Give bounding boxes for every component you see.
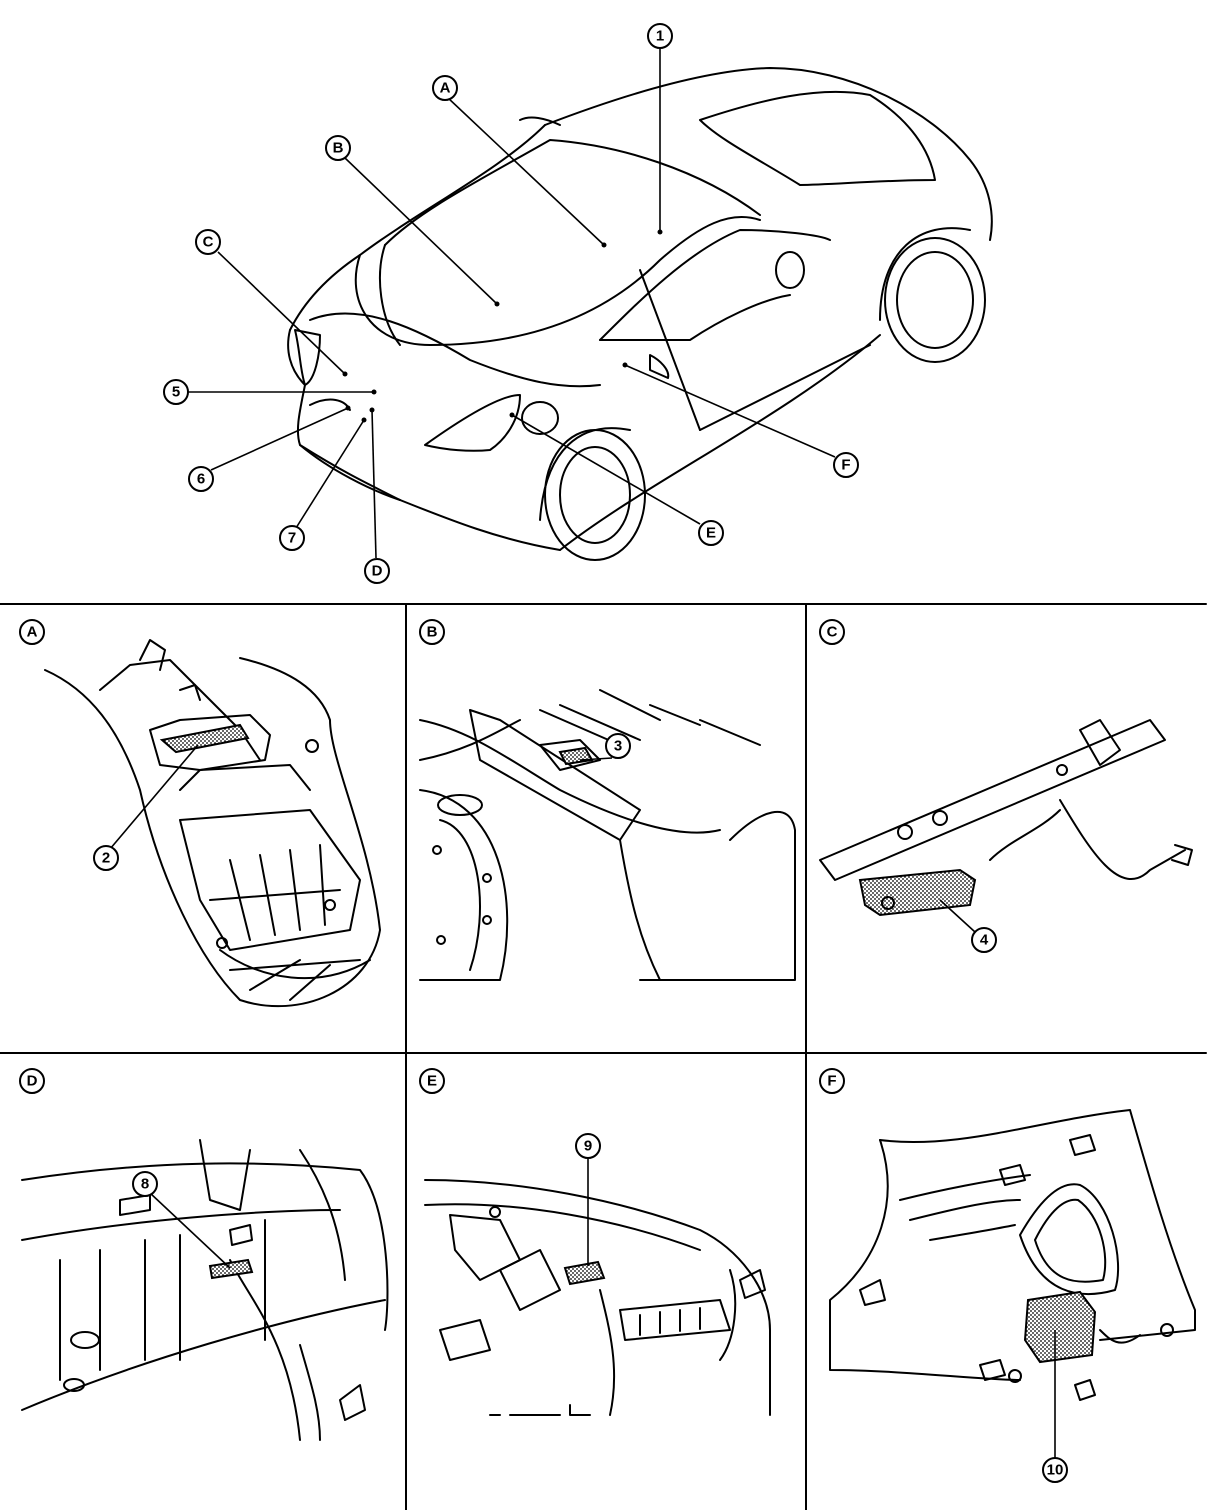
part-callout-10: 10 [1042,1457,1068,1483]
svg-text:1: 1 [656,28,664,45]
svg-text:D: D [27,1073,38,1090]
detail-panel-f: F 10 [819,1068,1196,1483]
detail-panel-grid [0,603,1207,1510]
panel-label-f: F [819,1068,845,1094]
svg-text:5: 5 [172,384,180,401]
svg-text:A: A [27,624,38,641]
callout-7: 7 [279,525,305,551]
svg-text:B: B [333,140,344,157]
svg-text:E: E [427,1073,437,1090]
svg-text:6: 6 [197,471,205,488]
detail-panel-a: A 2 [19,619,381,1008]
panel-label-e: E [419,1068,445,1094]
svg-text:10: 10 [1047,1462,1064,1479]
svg-text:C: C [203,234,214,251]
part-callout-8: 8 [132,1171,158,1197]
svg-text:F: F [841,457,850,474]
panel-label-c: C [819,619,845,645]
svg-text:8: 8 [141,1176,149,1193]
panel-label-b: B [419,619,445,645]
callout-e: E [698,520,724,546]
detail-panel-c: C 4 [819,619,1193,953]
svg-text:9: 9 [584,1138,592,1155]
callout-f: F [833,452,859,478]
callout-b: B [325,135,351,161]
callout-1: 1 [647,23,673,49]
callout-c: C [195,229,221,255]
callout-6: 6 [188,466,214,492]
callout-5: 5 [163,379,189,405]
callout-d: D [364,558,390,584]
svg-text:F: F [827,1073,836,1090]
svg-text:7: 7 [288,530,296,547]
detail-panel-b: B 3 [419,619,796,981]
detail-panel-d: D 8 [19,1068,389,1441]
callout-a: A [432,75,458,101]
panel-label-d: D [19,1068,45,1094]
svg-text:3: 3 [614,738,622,755]
detail-panel-e: E 9 [419,1068,771,1416]
svg-text:C: C [827,624,838,641]
part-callout-4: 4 [971,927,997,953]
part-callout-3: 3 [605,733,631,759]
panel-label-a: A [19,619,45,645]
part-callout-2: 2 [93,845,119,871]
svg-text:4: 4 [980,932,989,949]
part-callout-9: 9 [575,1133,601,1159]
car-overview-illustration: 1 A B C 5 6 7 D E F [163,23,993,584]
svg-text:D: D [372,563,383,580]
svg-text:A: A [440,80,451,97]
svg-text:E: E [706,525,716,542]
svg-text:2: 2 [102,850,110,867]
svg-text:B: B [427,624,438,641]
